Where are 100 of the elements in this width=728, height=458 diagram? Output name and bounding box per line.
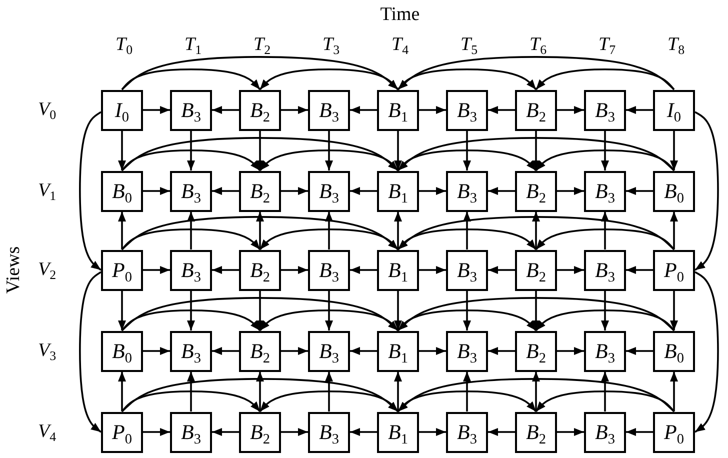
frame-type-label: B$_{3}$	[181, 259, 201, 281]
frame-type-label: B$_{1}$	[388, 340, 408, 362]
curved-arrow	[397, 378, 675, 412]
arrow	[419, 347, 446, 355]
frame-type-label: B$_{3}$	[595, 180, 615, 202]
arrow	[187, 130, 195, 170]
frame-node	[170, 90, 212, 130]
arrow	[325, 372, 333, 412]
arrow	[463, 372, 471, 412]
frame-node	[584, 170, 626, 212]
curved-arrow	[259, 228, 399, 250]
frame-type-label: I$_{0}$	[666, 99, 682, 121]
frame-node	[584, 250, 626, 290]
frame-type-label: B$_{3}$	[595, 421, 615, 443]
frame-type-label: B$_{3}$	[319, 421, 339, 443]
frame-type-label: B$_{3}$	[181, 421, 201, 443]
frame-type-label: P$_{0}$	[112, 259, 132, 281]
frame-node	[308, 170, 350, 212]
arrow	[419, 106, 446, 114]
frame-type-label: B$_{2}$	[526, 180, 546, 202]
curved-arrow	[121, 56, 399, 90]
frame-type-label: B$_{0}$	[664, 180, 684, 202]
frame-node	[515, 250, 557, 290]
arrow	[601, 212, 609, 250]
arrow	[463, 290, 471, 330]
frame-type-label: B$_{3}$	[457, 421, 477, 443]
frame-node	[239, 330, 281, 372]
frame-node	[584, 90, 626, 130]
curved-arrow	[121, 309, 261, 332]
arrow	[419, 428, 446, 436]
frame-node	[239, 90, 281, 130]
frame-node	[515, 330, 557, 372]
frame-node	[446, 412, 488, 452]
curved-arrow	[397, 68, 537, 90]
frame-type-label: B$_{3}$	[595, 99, 615, 121]
frame-type-label: B$_{3}$	[319, 259, 339, 281]
arrow	[557, 428, 584, 436]
curved-arrow	[397, 216, 675, 250]
arrow	[670, 212, 678, 250]
frame-type-label: B$_{3}$	[595, 340, 615, 362]
arrow	[488, 266, 515, 274]
arrow	[394, 372, 402, 412]
arrow	[626, 187, 653, 195]
curved-arrow	[259, 149, 399, 172]
frame-node	[653, 170, 695, 212]
arrow	[601, 372, 609, 412]
curved-arrow	[397, 149, 537, 172]
view-label: V$_{4}$	[38, 422, 56, 442]
frame-type-label: B$_{2}$	[526, 99, 546, 121]
frame-type-label: B$_{3}$	[319, 180, 339, 202]
frame-type-label: B$_{1}$	[388, 99, 408, 121]
frame-node	[239, 170, 281, 212]
arrow	[532, 372, 540, 412]
frame-type-label: B$_{2}$	[526, 421, 546, 443]
time-label: T$_{2}$	[253, 35, 271, 55]
arrow	[488, 187, 515, 195]
frame-type-label: B$_{2}$	[526, 259, 546, 281]
frame-node	[170, 170, 212, 212]
frame-type-label: B$_{3}$	[457, 180, 477, 202]
frame-type-label: B$_{3}$	[181, 180, 201, 202]
arrow	[532, 212, 540, 250]
curved-arrow	[121, 137, 399, 172]
arrow	[281, 106, 308, 114]
curved-arrow	[397, 228, 537, 250]
arrow	[118, 290, 126, 330]
frame-node	[101, 330, 143, 372]
frame-type-label: B$_{3}$	[319, 99, 339, 121]
frame-node	[101, 412, 143, 452]
frame-node	[446, 250, 488, 290]
curved-arrow	[535, 228, 675, 250]
frame-type-label: B$_{2}$	[250, 99, 270, 121]
curved-arrow	[397, 309, 537, 332]
arrow	[256, 212, 264, 250]
curved-arrow	[121, 216, 399, 250]
time-label: T$_{0}$	[115, 35, 133, 55]
arrow	[256, 290, 264, 330]
arrow	[212, 187, 239, 195]
arrow	[557, 266, 584, 274]
time-label: T$_{7}$	[598, 35, 616, 55]
arrow	[350, 106, 377, 114]
arrow	[557, 347, 584, 355]
frame-type-label: B$_{3}$	[181, 340, 201, 362]
arrow	[212, 428, 239, 436]
frame-node	[239, 412, 281, 452]
arrow	[626, 266, 653, 274]
frame-type-label: B$_{2}$	[250, 180, 270, 202]
curved-arrow	[79, 111, 102, 271]
frame-type-label: B$_{2}$	[250, 421, 270, 443]
arrow	[532, 130, 540, 170]
frame-node	[653, 90, 695, 130]
frame-node	[308, 90, 350, 130]
frame-node	[170, 330, 212, 372]
curved-arrow	[397, 137, 675, 172]
curved-arrow	[694, 111, 719, 271]
frame-type-label: P$_{0}$	[664, 259, 684, 281]
arrow	[325, 130, 333, 170]
arrow	[626, 428, 653, 436]
arrow	[532, 290, 540, 330]
time-label: T$_{4}$	[391, 35, 409, 55]
arrow	[670, 290, 678, 330]
